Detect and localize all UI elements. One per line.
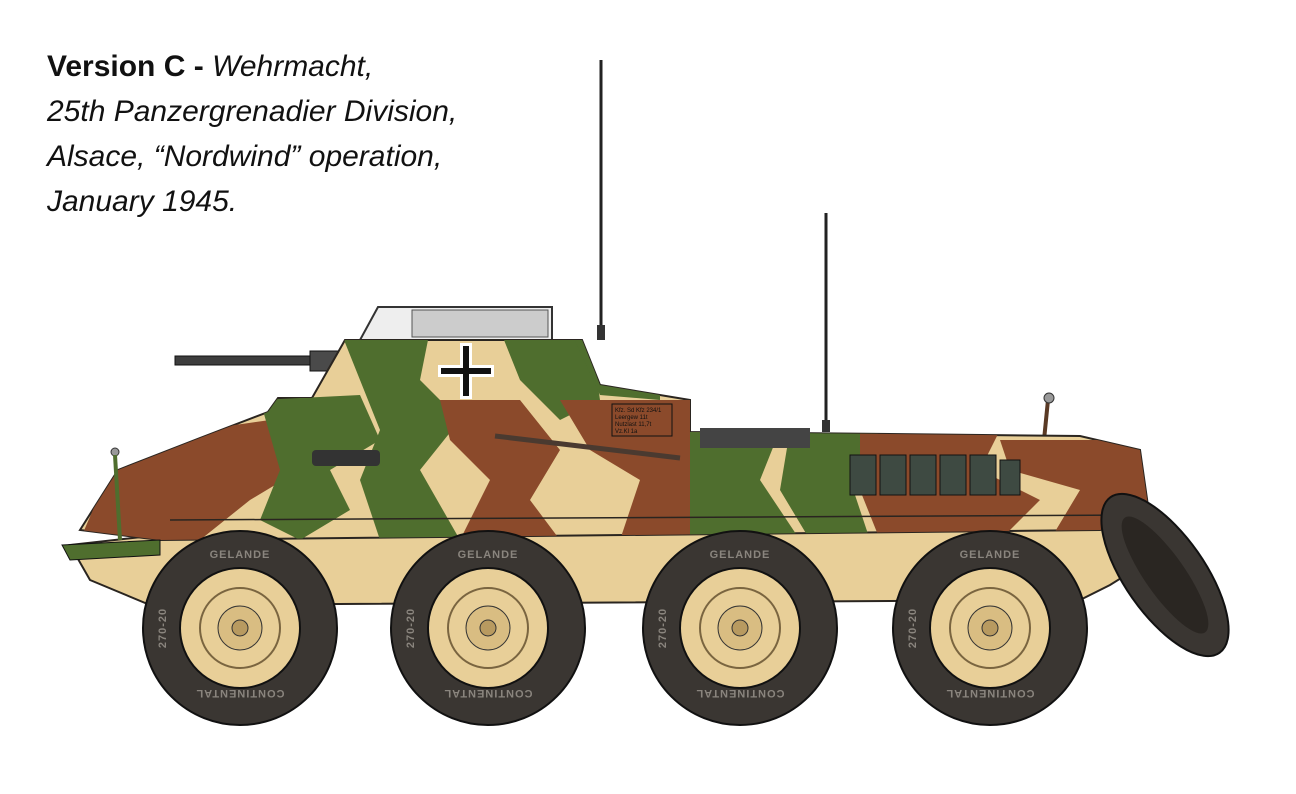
tire-text-gelande: GELANDE [710, 549, 771, 561]
version-label: Version C - [47, 50, 204, 83]
tire-text-size: 270-20 [405, 608, 417, 648]
svg-text:Kfz. Sd Kfz 234/1: Kfz. Sd Kfz 234/1 [615, 408, 662, 414]
spare-wheel [1100, 492, 1230, 658]
tire-text-size: 270-20 [657, 608, 669, 648]
antenna [597, 60, 605, 340]
turret-mesh [358, 306, 553, 341]
tire-text-size: 270-20 [157, 608, 169, 648]
stencil-plate: Kfz. Sd Kfz 234/1 Leergew 11t Nutzlast 1… [611, 403, 673, 437]
stowed-tool [312, 450, 380, 466]
road-wheel: GELANDE 270-20 CONTINENTAL [892, 530, 1088, 726]
caption: Version C - Wehrmacht, 25th Panzergrenad… [47, 44, 457, 224]
tire-text-continental: CONTINENTAL [443, 687, 532, 699]
stowed-tool [494, 433, 681, 461]
tire-text-gelande: GELANDE [960, 549, 1021, 561]
caption-line-4: January 1945. [47, 185, 238, 218]
stowage-boxes [849, 454, 1021, 496]
rear-mg-mount [700, 428, 810, 448]
svg-text:Leergew 11t: Leergew 11t [615, 415, 648, 421]
tire-text-gelande: GELANDE [458, 549, 519, 561]
front-tow-bar [61, 539, 161, 561]
tire-text-gelande: GELANDE [210, 549, 271, 561]
road-wheel: GELANDE 270-20 CONTINENTAL [642, 530, 838, 726]
tire-text-size: 270-20 [907, 608, 919, 648]
tire-text-continental: CONTINENTAL [945, 687, 1034, 699]
svg-text:Vz.Kl 1a: Vz.Kl 1a [615, 429, 638, 435]
road-wheel: GELANDE 270-20 CONTINENTAL [142, 530, 338, 726]
road-wheel: GELANDE 270-20 CONTINENTAL [390, 530, 586, 726]
balkenkreuz-insignia [438, 343, 494, 399]
tire-text-continental: CONTINENTAL [695, 687, 784, 699]
tire-text-continental: CONTINENTAL [195, 687, 284, 699]
caption-line-2: 25th Panzergrenadier Division, [47, 95, 458, 128]
caption-line-1: Version C - Wehrmacht, [47, 50, 374, 83]
caption-line-3: Alsace, “Nordwind” operation, [47, 140, 443, 173]
antenna [822, 213, 830, 432]
svg-text:Nutzlast 11,7t: Nutzlast 11,7t [615, 422, 652, 428]
